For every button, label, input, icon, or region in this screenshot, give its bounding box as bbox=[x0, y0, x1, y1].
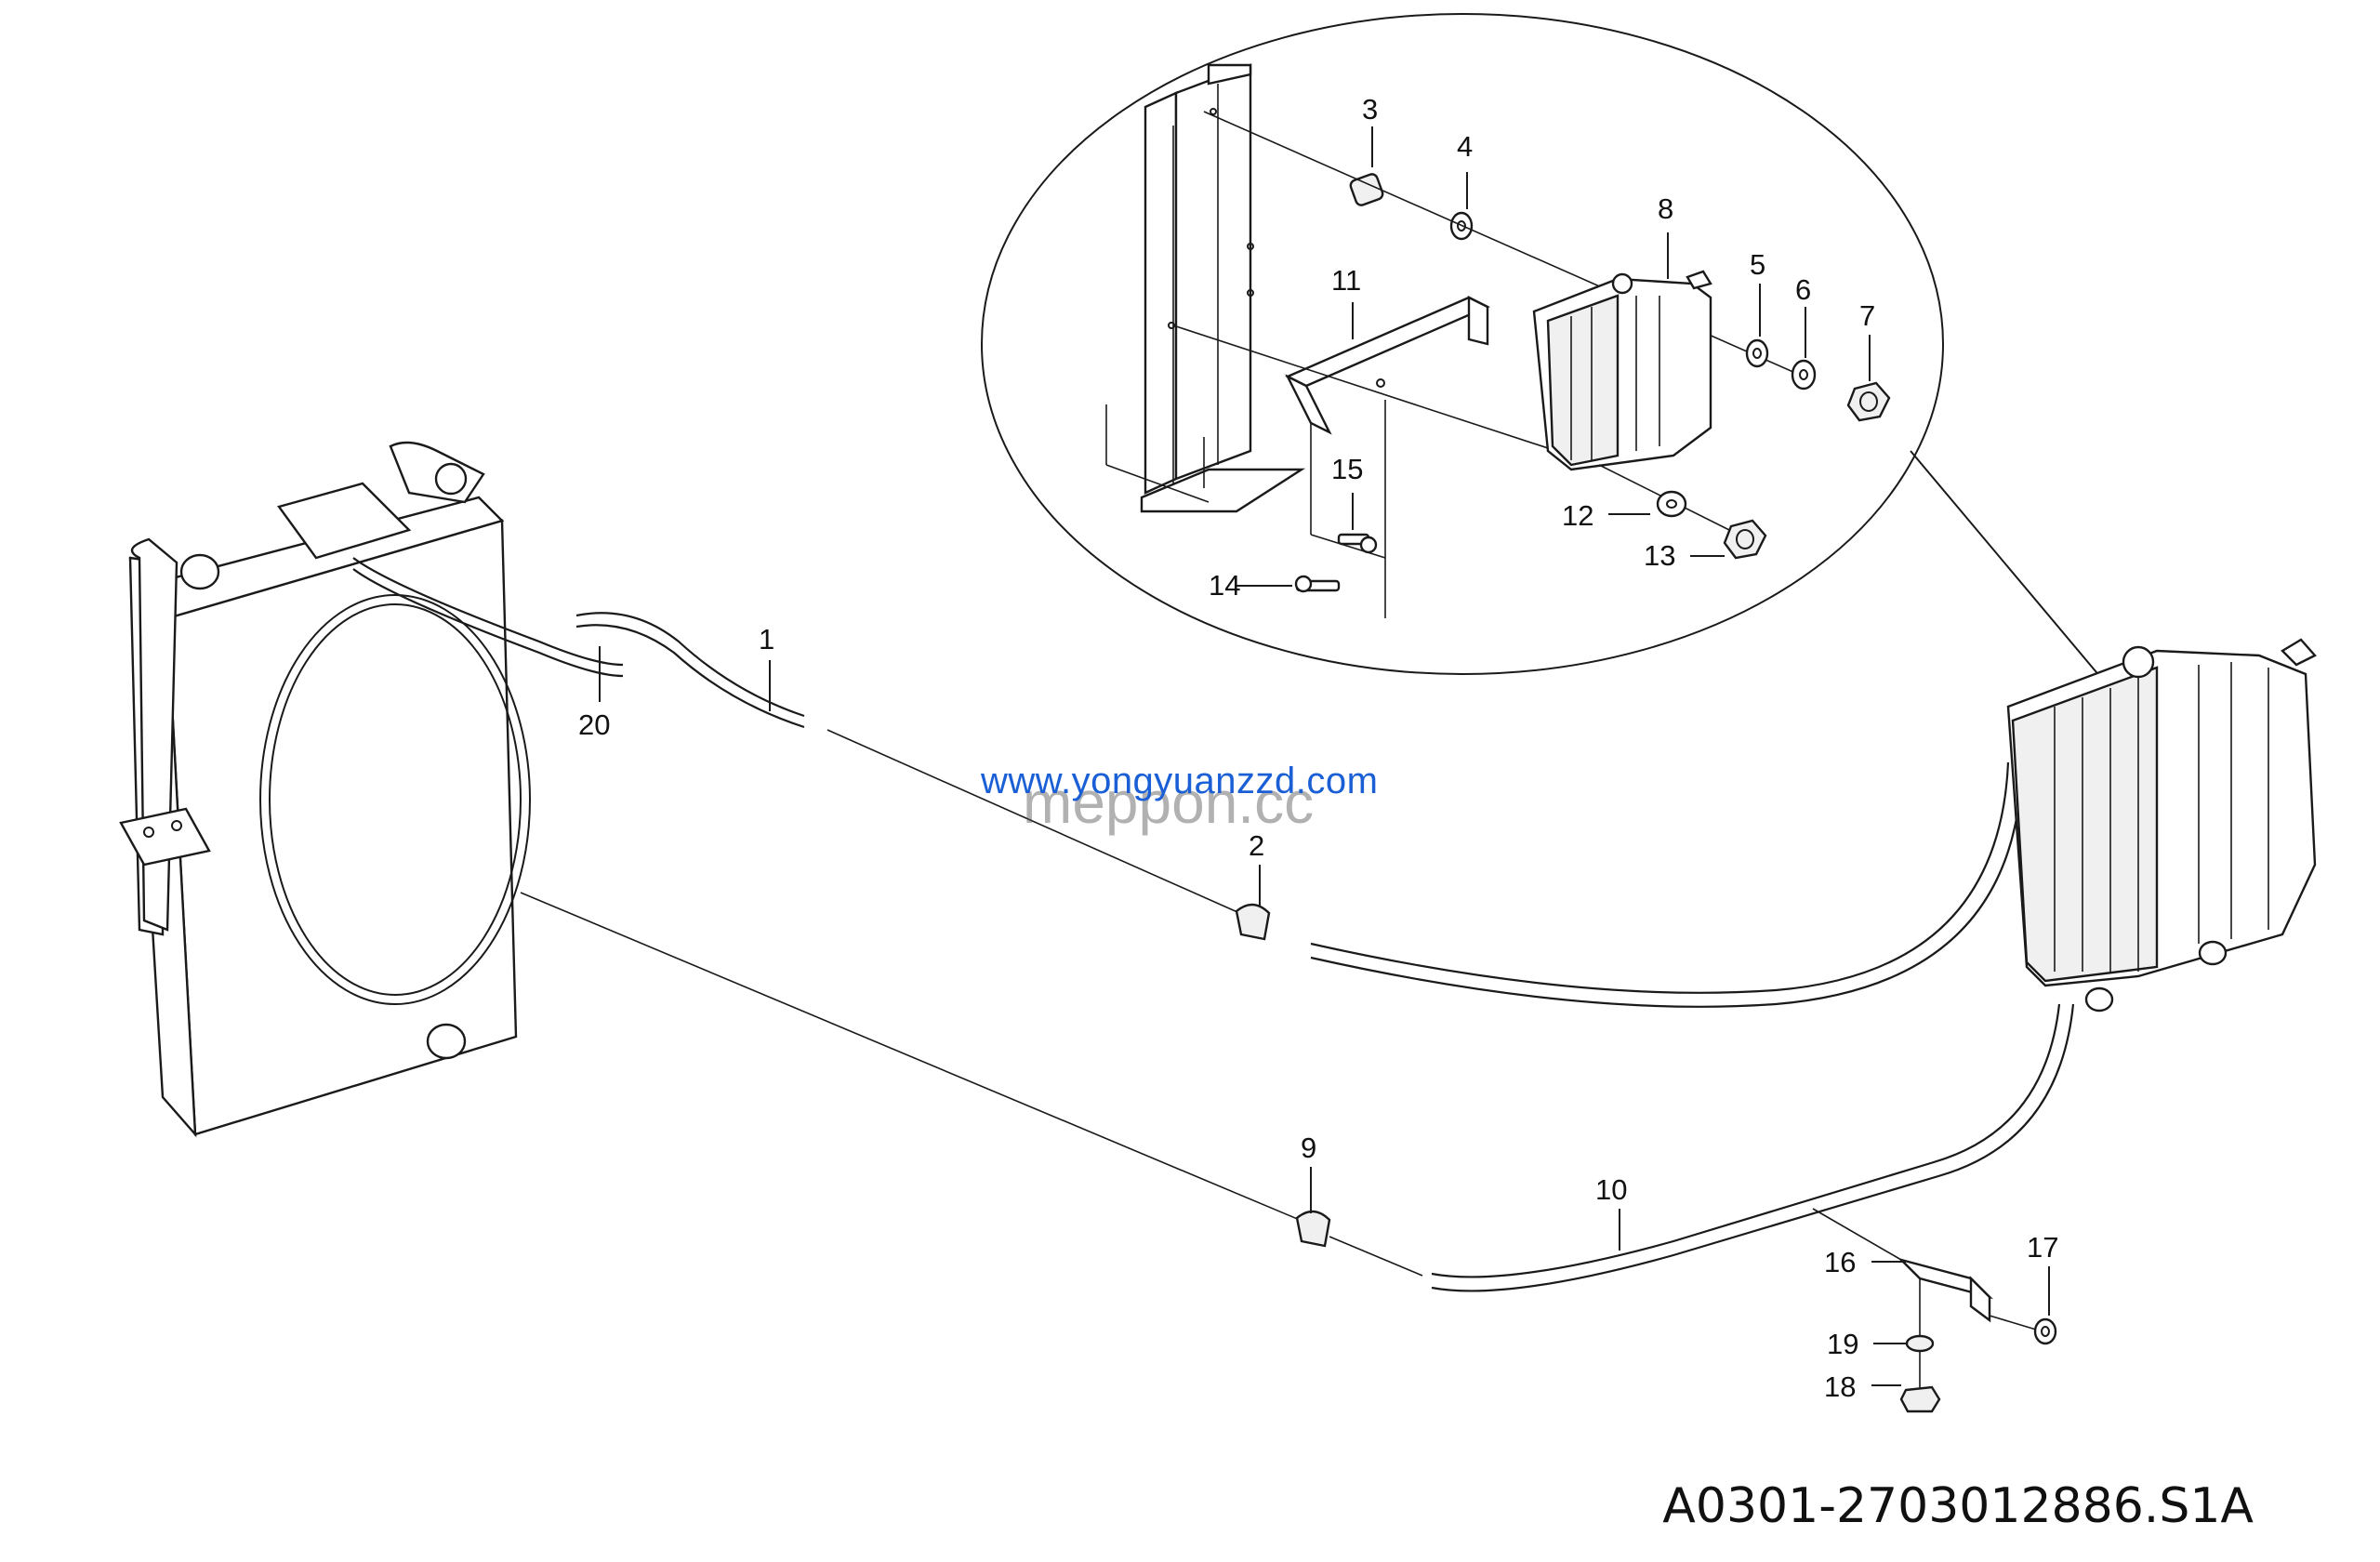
part-10-hose bbox=[1431, 1003, 2075, 1292]
part-1-hose bbox=[575, 612, 805, 729]
part-5-washer bbox=[1745, 338, 1769, 368]
callout-11: 11 bbox=[1331, 264, 1361, 297]
callout-4: 4 bbox=[1457, 130, 1473, 163]
inset-leader-line bbox=[1910, 450, 2107, 684]
callout-leaders bbox=[599, 126, 2050, 1386]
callout-18: 18 bbox=[1824, 1370, 1856, 1403]
watermark-url: www.yongyuanzzd.com bbox=[981, 761, 1379, 801]
part-14-bolt bbox=[1294, 575, 1341, 593]
radiator-assembly bbox=[119, 441, 531, 1138]
part-8-expansion-tank-inset bbox=[1532, 270, 1712, 471]
callout-17: 17 bbox=[2027, 1231, 2058, 1264]
part-6-washer bbox=[1791, 359, 1817, 390]
callout-8: 8 bbox=[1658, 192, 1673, 225]
part-3-spacer bbox=[1349, 173, 1384, 206]
detail-inset-circle bbox=[981, 13, 1944, 675]
callout-3: 3 bbox=[1362, 93, 1378, 126]
callout-6: 6 bbox=[1795, 273, 1811, 306]
callout-12: 12 bbox=[1562, 499, 1593, 532]
expansion-tank-main bbox=[2006, 638, 2317, 1013]
callout-10: 10 bbox=[1595, 1173, 1627, 1206]
part-16-bracket bbox=[1812, 1208, 2037, 1399]
part-9-clamp bbox=[1295, 1210, 1331, 1248]
callout-labels: 1 2 3 4 5 6 7 8 9 10 11 12 13 14 15 16 1… bbox=[578, 93, 2058, 1403]
callout-19: 19 bbox=[1827, 1328, 1858, 1360]
document-code: A0301-2703012886.S1A bbox=[1662, 1478, 2254, 1534]
callout-20: 20 bbox=[578, 708, 610, 741]
part-19-washer bbox=[1905, 1334, 1935, 1353]
part-15-bolt bbox=[1337, 533, 1378, 554]
part-12-washer bbox=[1656, 490, 1687, 518]
part-18-nut bbox=[1899, 1385, 1941, 1413]
part-11-bracket bbox=[1285, 296, 1490, 618]
inset-bracket-upright bbox=[1105, 63, 1306, 513]
callout-1: 1 bbox=[759, 623, 774, 655]
callout-7: 7 bbox=[1859, 299, 1875, 332]
callout-5: 5 bbox=[1750, 248, 1765, 281]
callout-16: 16 bbox=[1824, 1246, 1856, 1278]
callout-14: 14 bbox=[1209, 569, 1240, 602]
part-13-nut bbox=[1723, 519, 1767, 560]
callout-15: 15 bbox=[1331, 453, 1363, 485]
part-20-hose bbox=[352, 557, 624, 678]
part-17-washer bbox=[2033, 1317, 2057, 1345]
callout-13: 13 bbox=[1644, 539, 1675, 572]
part-7-nut bbox=[1846, 381, 1891, 422]
tank-upper-hose bbox=[1310, 761, 2024, 1008]
callout-9: 9 bbox=[1301, 1132, 1316, 1164]
part-2-clamp bbox=[1235, 903, 1271, 941]
watermark-brand: meppon.cc bbox=[1023, 769, 1315, 836]
callout-2: 2 bbox=[1249, 829, 1264, 862]
